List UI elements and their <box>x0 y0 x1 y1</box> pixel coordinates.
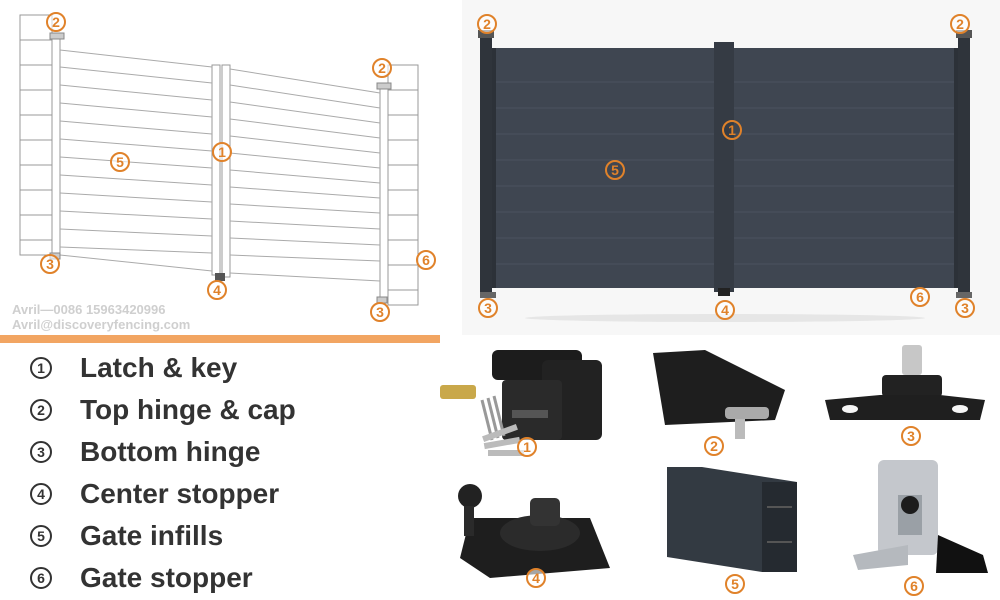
marker-bottom-hinge-right: 3 <box>370 302 390 322</box>
marker-latch: 1 <box>212 142 232 162</box>
legend-number: 5 <box>30 525 52 547</box>
gate-stopper-illustration <box>853 460 988 573</box>
gate-photo-svg <box>478 30 972 322</box>
marker-product-latch: 1 <box>517 437 537 457</box>
marker-product-top-hinge: 2 <box>704 436 724 456</box>
legend-item-gate-infills: 5 Gate infills <box>30 520 223 552</box>
legend-number: 3 <box>30 441 52 463</box>
marker-photo-center-stopper: 4 <box>715 300 735 320</box>
legend-label: Bottom hinge <box>80 436 261 467</box>
center-stopper-illustration <box>458 484 610 578</box>
product-latch-key <box>432 340 622 465</box>
marker-photo-bottom-hinge-left: 3 <box>478 298 498 318</box>
product-top-hinge <box>645 345 795 445</box>
top-hinge-illustration <box>653 350 785 439</box>
product-infill-profile <box>662 462 802 582</box>
divider-bar <box>0 335 440 343</box>
marker-photo-bottom-hinge-right: 3 <box>955 298 975 318</box>
legend-item-bottom-hinge: 3 Bottom hinge <box>30 436 260 468</box>
marker-bottom-hinge-left: 3 <box>40 254 60 274</box>
gate-photo <box>462 0 1000 335</box>
marker-photo-gate-stopper: 6 <box>910 287 930 307</box>
product-bottom-hinge <box>820 345 990 430</box>
legend-label: Latch & key <box>80 352 238 383</box>
legend-item-top-hinge: 2 Top hinge & cap <box>30 394 296 426</box>
legend-number: 1 <box>30 357 52 379</box>
marker-product-bottom-hinge: 3 <box>901 426 921 446</box>
legend-label: Gate infills <box>80 520 224 551</box>
marker-gate-stopper: 6 <box>416 250 436 270</box>
legend-number: 2 <box>30 399 52 421</box>
marker-top-hinge-right: 2 <box>372 58 392 78</box>
legend-label: Gate stopper <box>80 562 253 593</box>
bottom-hinge-illustration <box>825 345 985 420</box>
gate-line-drawing <box>10 5 440 330</box>
latch-key-illustration <box>440 350 602 456</box>
marker-product-center-stopper: 4 <box>526 568 546 588</box>
marker-photo-top-hinge-right: 2 <box>950 14 970 34</box>
legend-label: Top hinge & cap <box>80 394 296 425</box>
gate-outline-svg <box>19 14 419 306</box>
legend-item-center-stopper: 4 Center stopper <box>30 478 279 510</box>
marker-infill: 5 <box>110 152 130 172</box>
product-gate-stopper <box>848 455 993 580</box>
legend-item-gate-stopper: 6 Gate stopper <box>30 562 253 594</box>
product-center-stopper <box>440 478 620 588</box>
marker-photo-latch: 1 <box>722 120 742 140</box>
contact-email: Avril@discoveryfencing.com <box>12 317 191 332</box>
contact-phone: Avril—0086 15963420996 <box>12 302 166 317</box>
marker-photo-infill: 5 <box>605 160 625 180</box>
marker-product-infill: 5 <box>725 574 745 594</box>
marker-photo-top-hinge-left: 2 <box>477 14 497 34</box>
infill-profile-illustration <box>667 467 797 572</box>
marker-product-gate-stopper: 6 <box>904 576 924 596</box>
legend-number: 6 <box>30 567 52 589</box>
legend-number: 4 <box>30 483 52 505</box>
marker-center-stopper: 4 <box>207 280 227 300</box>
marker-top-hinge-left: 2 <box>46 12 66 32</box>
legend-item-latch: 1 Latch & key <box>30 352 237 384</box>
legend-label: Center stopper <box>80 478 280 509</box>
